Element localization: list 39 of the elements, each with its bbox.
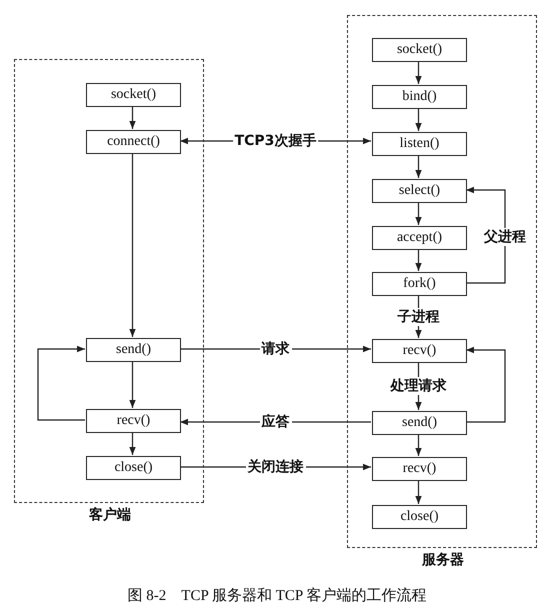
arrow bbox=[466, 186, 506, 284]
arrow bbox=[415, 61, 422, 84]
edge-label: 处理请求 bbox=[388, 377, 448, 395]
process-box: select() bbox=[372, 179, 467, 203]
process-box: recv() bbox=[86, 409, 181, 433]
edge-label: 请求 bbox=[260, 340, 292, 358]
group-label: 服务器 bbox=[422, 551, 464, 569]
edge-label: 关闭连接 bbox=[246, 458, 306, 476]
arrow bbox=[415, 480, 422, 504]
arrow bbox=[415, 202, 422, 225]
arrow bbox=[129, 432, 136, 455]
edge-label: 应答 bbox=[260, 413, 292, 431]
process-box: socket() bbox=[86, 83, 181, 107]
process-box: send() bbox=[86, 338, 181, 362]
process-box: close() bbox=[372, 505, 467, 529]
edge-label: 子进程 bbox=[396, 308, 442, 326]
arrow bbox=[129, 153, 136, 337]
process-box: recv() bbox=[372, 457, 467, 481]
group-label: 客户端 bbox=[89, 506, 131, 524]
edge-label: 父进程 bbox=[482, 228, 528, 246]
process-box: listen() bbox=[372, 132, 467, 156]
arrow bbox=[129, 106, 136, 129]
edge-label: TCP3次握手 bbox=[232, 132, 318, 150]
process-box: socket() bbox=[372, 38, 467, 62]
arrow bbox=[415, 108, 422, 131]
arrow bbox=[415, 434, 422, 456]
process-box: recv() bbox=[372, 339, 467, 363]
arrow bbox=[415, 249, 422, 271]
arrow bbox=[129, 361, 136, 408]
process-box: connect() bbox=[86, 130, 181, 154]
process-box: bind() bbox=[372, 85, 467, 109]
process-box: send() bbox=[372, 411, 467, 435]
arrow bbox=[415, 155, 422, 178]
caption: 图 8-2 TCP 服务器和 TCP 客户端的工作流程 bbox=[126, 586, 428, 605]
process-box: accept() bbox=[372, 226, 467, 250]
arrow bbox=[466, 346, 506, 423]
arrow bbox=[37, 346, 85, 421]
process-box: close() bbox=[86, 456, 181, 480]
process-box: fork() bbox=[372, 272, 467, 296]
